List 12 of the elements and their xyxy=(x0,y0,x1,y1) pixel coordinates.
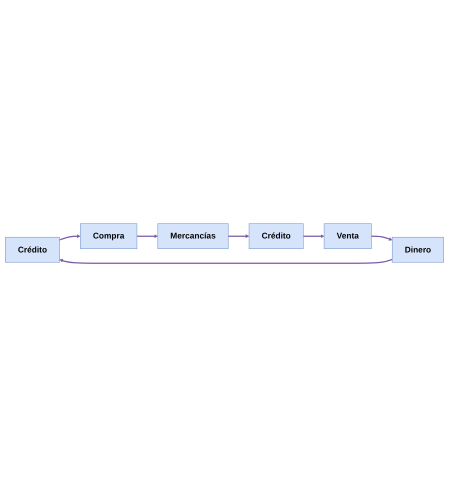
node-box: Dinero xyxy=(392,236,444,263)
node-box: Venta xyxy=(324,223,372,250)
arrow xyxy=(303,234,324,238)
node-box: Crédito xyxy=(5,236,60,263)
node-box: Compra xyxy=(80,223,138,250)
arrow xyxy=(59,234,81,241)
arrow xyxy=(371,236,392,241)
arrow xyxy=(136,234,158,238)
arrow xyxy=(59,258,392,264)
node-box: Crédito xyxy=(248,223,304,250)
arrow xyxy=(228,234,250,238)
node-box: Mercancías xyxy=(157,223,229,250)
